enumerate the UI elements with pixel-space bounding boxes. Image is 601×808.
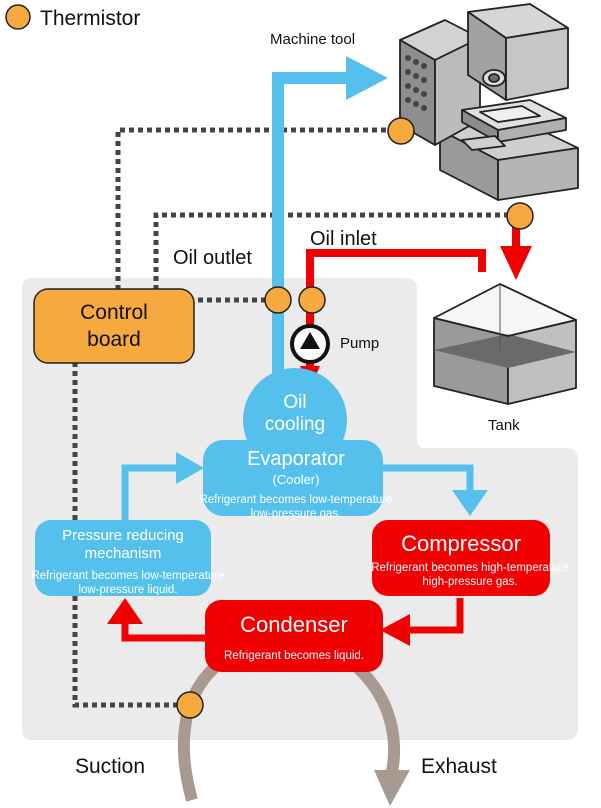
suction-label: Suction (75, 755, 145, 778)
legend-label: Thermistor (40, 7, 140, 30)
oil-outlet-label: Oil outlet (173, 247, 252, 269)
condenser-desc1: Refrigerant becomes liquid. (224, 650, 364, 662)
evaporator-desc1: Refrigerant becomes low-temperature (199, 494, 392, 506)
oil-cooling-line2: cooling (265, 414, 325, 435)
thermistor-inlet (298, 286, 326, 314)
pressure-reducing-desc1: Refrigerant becomes low-temperature (31, 570, 224, 582)
compressor (372, 520, 550, 596)
pressure-reducing-line2: mechanism (85, 545, 162, 562)
exhaust-arrow-head (374, 770, 410, 806)
condenser-title: Condenser (240, 612, 348, 637)
control-board-line1: Control (80, 301, 148, 324)
evaporator-unit (203, 368, 383, 516)
pump-label: Pump (340, 335, 379, 352)
oil-inlet-label: Oil inlet (310, 228, 377, 250)
control-board-line2: board (87, 328, 141, 351)
compressor-title: Compressor (401, 531, 521, 556)
evaporator-desc2: low-pressure gas. (251, 508, 342, 520)
thermistor-machine (387, 117, 415, 145)
pressure-reducing-mechanism (35, 520, 211, 596)
evaporator-title: Evaporator (247, 448, 345, 470)
machine-tool-label: Machine tool (270, 31, 355, 48)
refrigerant-blue-arrows (121, 452, 488, 520)
air-flow-arrows (177, 663, 400, 802)
machine-tool-icon (399, 3, 579, 201)
evaporator-subtitle: (Cooler) (273, 472, 320, 487)
oil-outlet-pipe (272, 56, 388, 390)
thermistor-markers (5, 4, 534, 719)
condenser (205, 600, 383, 672)
control-board (33, 288, 195, 364)
thermistor-return (506, 202, 534, 230)
compressor-desc1: Refrigerant becomes high-temperature (371, 562, 569, 574)
oil-cooling-line1: Oil (283, 392, 306, 413)
compressor-desc2: high-pressure gas. (422, 576, 517, 588)
pressure-reducing-desc2: low-pressure liquid. (78, 584, 177, 596)
exhaust-label: Exhaust (421, 755, 497, 778)
pressure-reducing-line1: Pressure reducing (62, 527, 184, 544)
thermistor-air (176, 691, 204, 719)
tank-icon (433, 283, 577, 405)
thermistor-legend-icon (5, 4, 31, 30)
refrigerant-red-arrows (107, 598, 464, 646)
pump-icon (290, 324, 330, 364)
tank-label: Tank (488, 417, 520, 434)
thermistor-outlet (264, 286, 292, 314)
